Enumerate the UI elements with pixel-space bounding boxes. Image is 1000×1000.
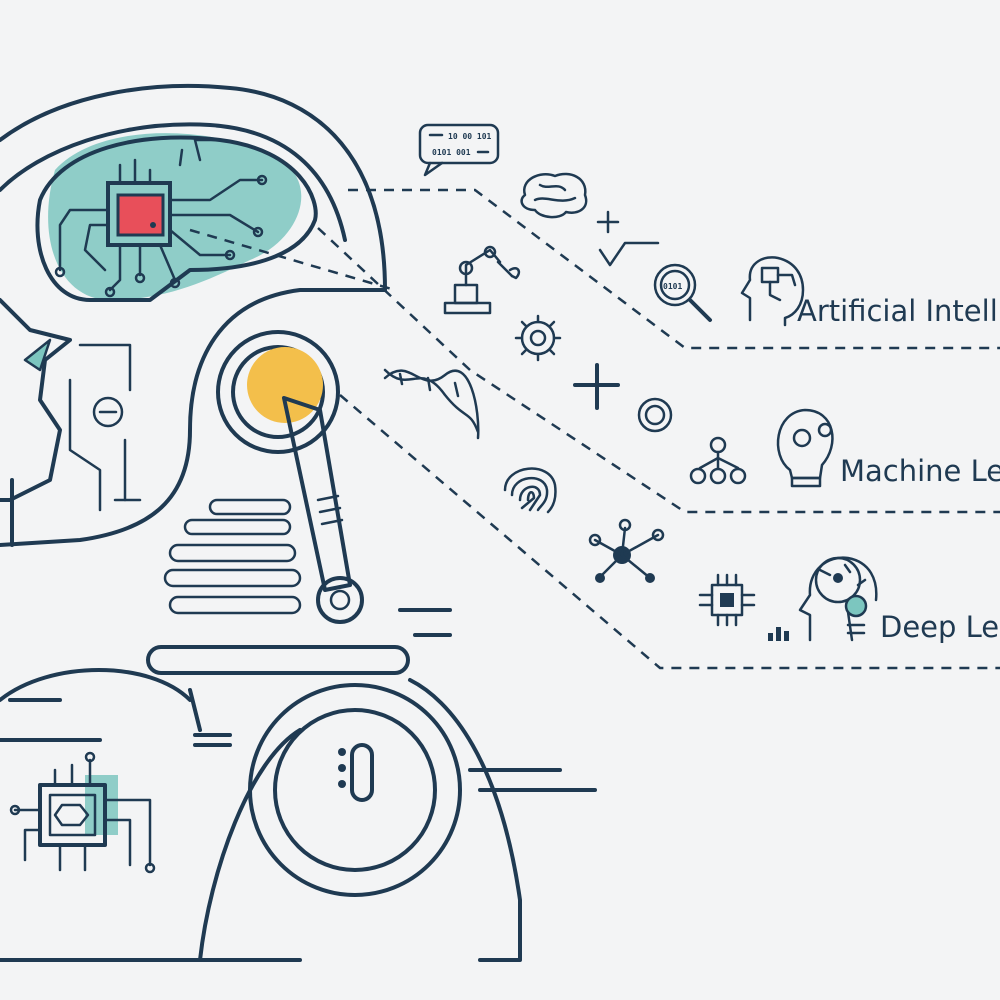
bubble-line-1: 10 00 101: [448, 132, 492, 141]
dashed-connectors: [189, 188, 1000, 670]
deep-head-icon: Deep Le: [798, 556, 999, 644]
svg-text:0101: 0101: [663, 282, 682, 291]
math-symbols-icon: [596, 210, 660, 267]
chip-icon: [698, 573, 756, 627]
label-machine-learning: Machine Le: [840, 454, 1000, 488]
plus-icon: [573, 363, 620, 410]
bubble-line-2: 0101 001: [432, 148, 471, 157]
ear-joint: [216, 330, 364, 624]
target-icon: [637, 397, 673, 433]
neck-bars: [146, 498, 452, 675]
dna-icon: [383, 368, 480, 440]
robot-body: [0, 668, 597, 962]
robot-head: [0, 83, 387, 547]
binary-search-icon: 0101: [653, 263, 712, 322]
hierarchy-icon: [689, 436, 747, 485]
gear-icon: [514, 314, 562, 362]
chat-binary-icon: 10 00 101 0101 001: [418, 123, 500, 177]
bar-chart-icon: [768, 627, 789, 641]
label-deep-learning: Deep Le: [880, 610, 999, 644]
chest-chip-icon: [9, 751, 156, 874]
ai-head-icon: Artificial Intell: [740, 256, 998, 328]
wrench-icon: [496, 260, 521, 280]
network-icon: [588, 518, 665, 583]
brain-icon: [520, 172, 588, 219]
lightbulb-gears-icon: Machine Le: [776, 408, 1000, 488]
label-artificial-intelligence: Artificial Intell: [797, 294, 998, 328]
robot-arm-icon: [443, 245, 502, 315]
brain-circuit: [35, 133, 318, 302]
fingerprint-icon: [503, 467, 557, 514]
